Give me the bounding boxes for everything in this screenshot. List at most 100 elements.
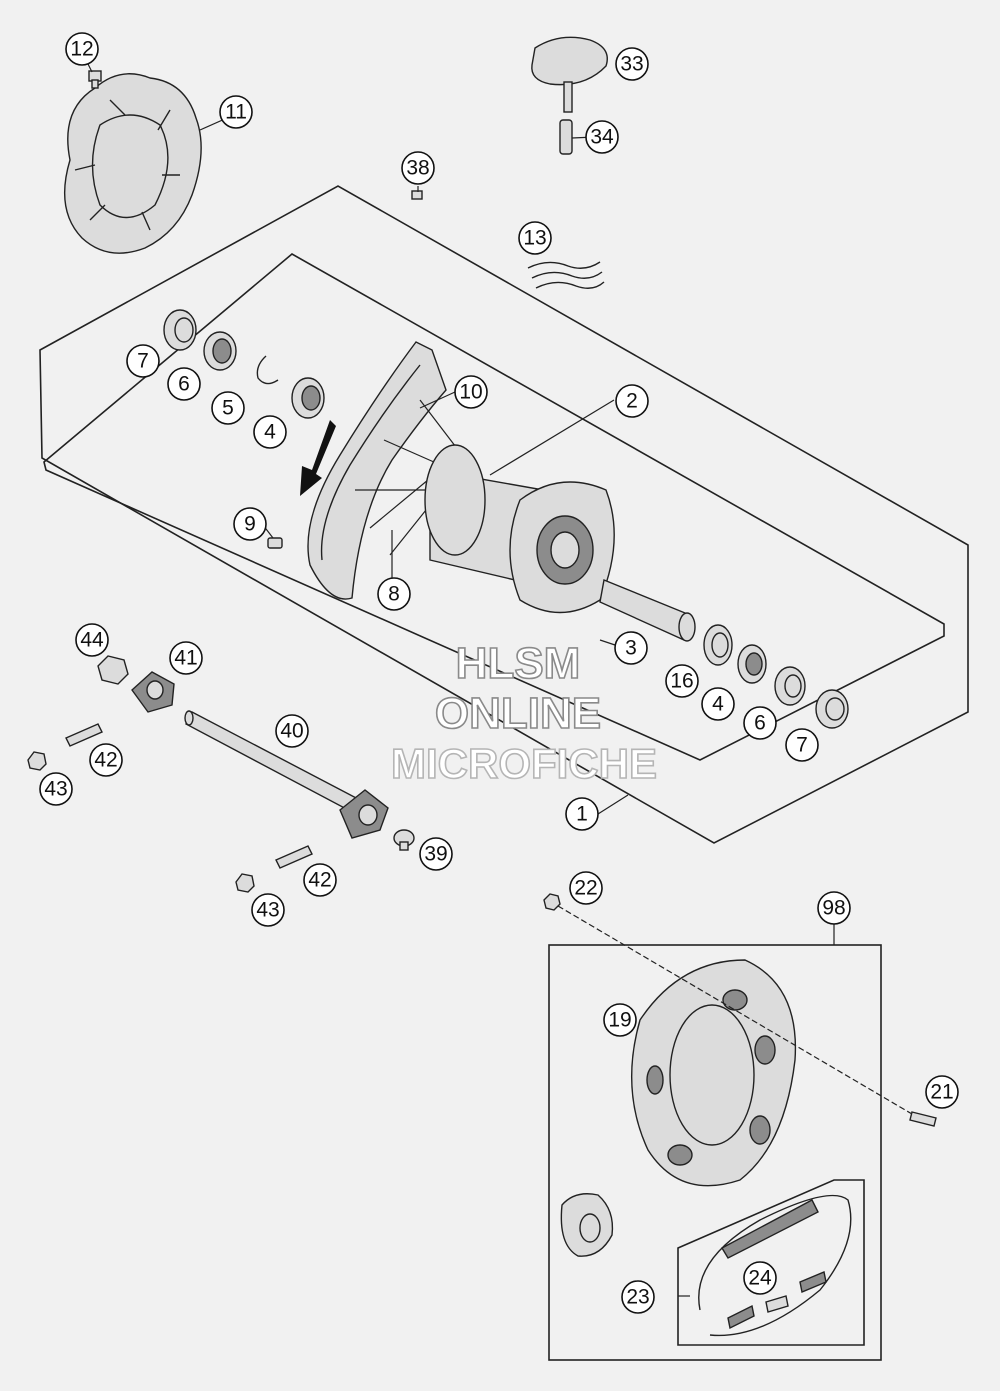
right-seal-part	[774, 666, 806, 706]
callout-24[interactable]: 24	[743, 1261, 777, 1295]
callout-39[interactable]: 39	[419, 837, 453, 871]
callout-24-label: 24	[748, 1267, 772, 1290]
callout-22-label: 22	[574, 877, 597, 900]
callout-6-right[interactable]: 6	[743, 706, 777, 740]
spoke-set-part	[527, 261, 605, 289]
left-bearing-part	[203, 331, 237, 371]
callout-7-right[interactable]: 7	[785, 728, 819, 762]
distance-bushing-part	[703, 624, 733, 666]
callout-19-label: 19	[608, 1009, 631, 1032]
callout-10[interactable]: 10	[454, 375, 488, 409]
callout-42-right-label: 42	[308, 869, 331, 892]
callout-6-left[interactable]: 6	[167, 367, 201, 401]
chain-part	[698, 1194, 852, 1337]
callout-4-left[interactable]: 4	[253, 415, 287, 449]
callout-44-label: 44	[80, 629, 104, 652]
callout-5-label: 5	[222, 397, 234, 420]
adjuster-nut-left-part	[27, 751, 47, 771]
callout-13-label: 13	[523, 227, 546, 250]
axle-plug-part	[393, 829, 415, 851]
left-inner-bearing-part	[291, 377, 325, 419]
callout-9[interactable]: 9	[233, 507, 267, 541]
callout-39-label: 39	[424, 843, 447, 866]
spacer-part	[599, 579, 696, 642]
right-shaft-seal-part	[815, 689, 849, 729]
callout-3-label: 3	[625, 637, 637, 660]
callout-42-right[interactable]: 42	[303, 863, 337, 897]
callout-40[interactable]: 40	[275, 714, 309, 748]
callout-43-right[interactable]: 43	[251, 893, 285, 927]
chain-master-link-part	[765, 1295, 789, 1313]
callout-40-label: 40	[280, 720, 303, 743]
wheel-assembly-frame	[39, 185, 969, 844]
callout-34[interactable]: 34	[585, 120, 619, 154]
right-bearing-part	[737, 644, 767, 684]
sprocket-screw-part	[909, 1111, 937, 1127]
callout-4-right-label: 4	[712, 693, 724, 716]
spoke-nipple-part	[267, 537, 283, 549]
callout-9-label: 9	[244, 513, 256, 536]
callout-19[interactable]: 19	[603, 1003, 637, 1037]
callout-42-left-label: 42	[94, 749, 117, 772]
callout-23[interactable]: 23	[621, 1280, 655, 1314]
sprocket-bolt-line	[557, 905, 913, 1115]
callout-5[interactable]: 5	[211, 391, 245, 425]
callout-1-label: 1	[576, 803, 588, 826]
brake-disc-part	[64, 73, 202, 254]
adjuster-screw-left-part	[65, 723, 103, 747]
callout-12[interactable]: 12	[65, 32, 99, 66]
callout-11[interactable]: 11	[219, 95, 253, 129]
bearing-group-frame	[43, 253, 945, 761]
callout-41-label: 41	[174, 647, 197, 670]
watermark-line-2: ONLINE	[435, 689, 601, 738]
callout-16-label: 16	[670, 670, 693, 693]
chain-adjuster-left-part	[131, 671, 175, 713]
callout-4-right[interactable]: 4	[701, 687, 735, 721]
callout-98[interactable]: 98	[817, 891, 851, 925]
callout-44[interactable]: 44	[75, 623, 109, 657]
callout-3[interactable]: 3	[614, 631, 648, 665]
callout-7-left[interactable]: 7	[126, 344, 160, 378]
rotation-arrow	[300, 420, 336, 496]
callout-13[interactable]: 13	[518, 221, 552, 255]
callout-11-label: 11	[225, 101, 247, 124]
callout-43-right-label: 43	[256, 899, 279, 922]
callout-7-left-label: 7	[137, 350, 149, 373]
front-sprocket-part	[560, 1193, 614, 1257]
rim-part	[307, 341, 447, 600]
callout-8[interactable]: 8	[377, 577, 411, 611]
callout-33[interactable]: 33	[615, 47, 649, 81]
watermark-line-3: MICROFICHE	[391, 740, 657, 787]
adjuster-screw-right-part	[275, 845, 313, 869]
callout-98-label: 98	[822, 897, 845, 920]
callout-42-left[interactable]: 42	[89, 743, 123, 777]
callout-21[interactable]: 21	[925, 1075, 959, 1109]
plug-part	[411, 190, 423, 200]
stand-pin-part	[559, 119, 573, 155]
disc-screw-part	[88, 70, 102, 89]
left-shaft-seal-part	[163, 309, 197, 351]
circlip-part	[256, 355, 279, 385]
callout-10-label: 10	[459, 381, 482, 404]
callout-21-label: 21	[930, 1081, 953, 1104]
chain-adjuster-right-part	[339, 789, 389, 839]
stand-part	[531, 36, 608, 113]
callout-38[interactable]: 38	[401, 151, 435, 185]
callout-43-left[interactable]: 43	[39, 772, 73, 806]
callout-16[interactable]: 16	[665, 664, 699, 698]
callout-7-right-label: 7	[796, 734, 808, 757]
chain-subframe	[677, 1179, 865, 1346]
callout-33-label: 33	[620, 53, 643, 76]
callout-41[interactable]: 41	[169, 641, 203, 675]
callout-22[interactable]: 22	[569, 871, 603, 905]
callout-8-label: 8	[388, 583, 400, 606]
axle-nut-part	[97, 655, 129, 685]
callout-1[interactable]: 1	[565, 797, 599, 831]
callout-2[interactable]: 2	[615, 384, 649, 418]
callout-43-left-label: 43	[44, 778, 67, 801]
callout-2-label: 2	[626, 390, 638, 413]
callout-23-label: 23	[626, 1286, 649, 1309]
callout-12-label: 12	[70, 38, 93, 61]
axle-part	[184, 710, 362, 813]
